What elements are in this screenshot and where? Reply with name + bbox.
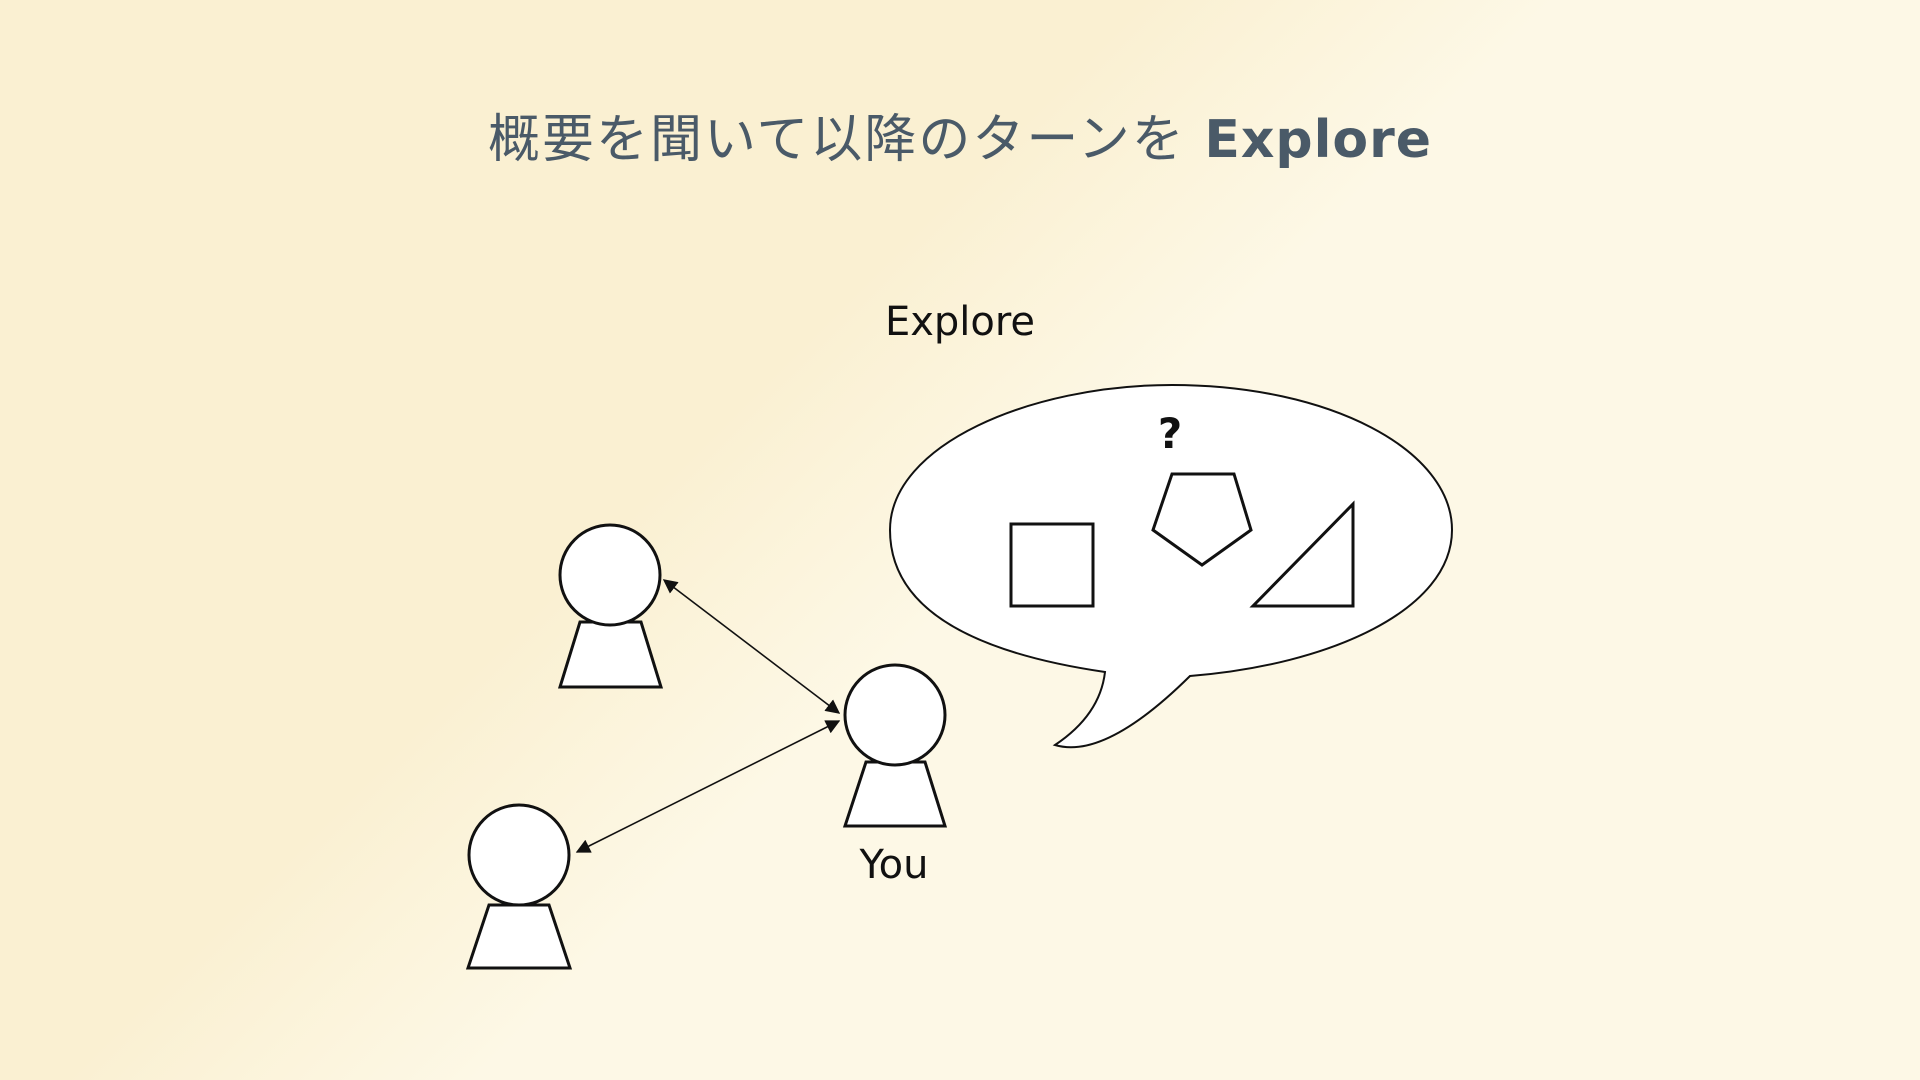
person-top-left-head [558, 523, 662, 627]
person-bottom-left [465, 803, 573, 970]
arrow-you-bottom-left [575, 720, 841, 853]
diagram-heading: Explore [885, 299, 1035, 345]
slide-title: 概要を聞いて以降のターンを Explore [0, 100, 1920, 180]
pentagon-shape [1151, 472, 1253, 567]
person-top-left-body [557, 620, 664, 689]
person-you [842, 663, 948, 828]
you-label: You [859, 842, 929, 888]
speech-bubble [888, 383, 1454, 749]
slide-title-emphasis: Explore [1204, 110, 1433, 170]
person-top-left [557, 523, 664, 689]
square-shape [1009, 522, 1095, 608]
person-bottom-left-body [465, 903, 573, 970]
person-bottom-left-head [467, 803, 571, 907]
question-mark: ? [1158, 409, 1182, 458]
person-you-body [842, 760, 948, 828]
person-you-head [843, 663, 947, 767]
slide-title-prefix: 概要を聞いて以降のターンを [487, 110, 1186, 170]
arrow-you-top-left [662, 579, 841, 714]
triangle-shape [1249, 500, 1355, 608]
